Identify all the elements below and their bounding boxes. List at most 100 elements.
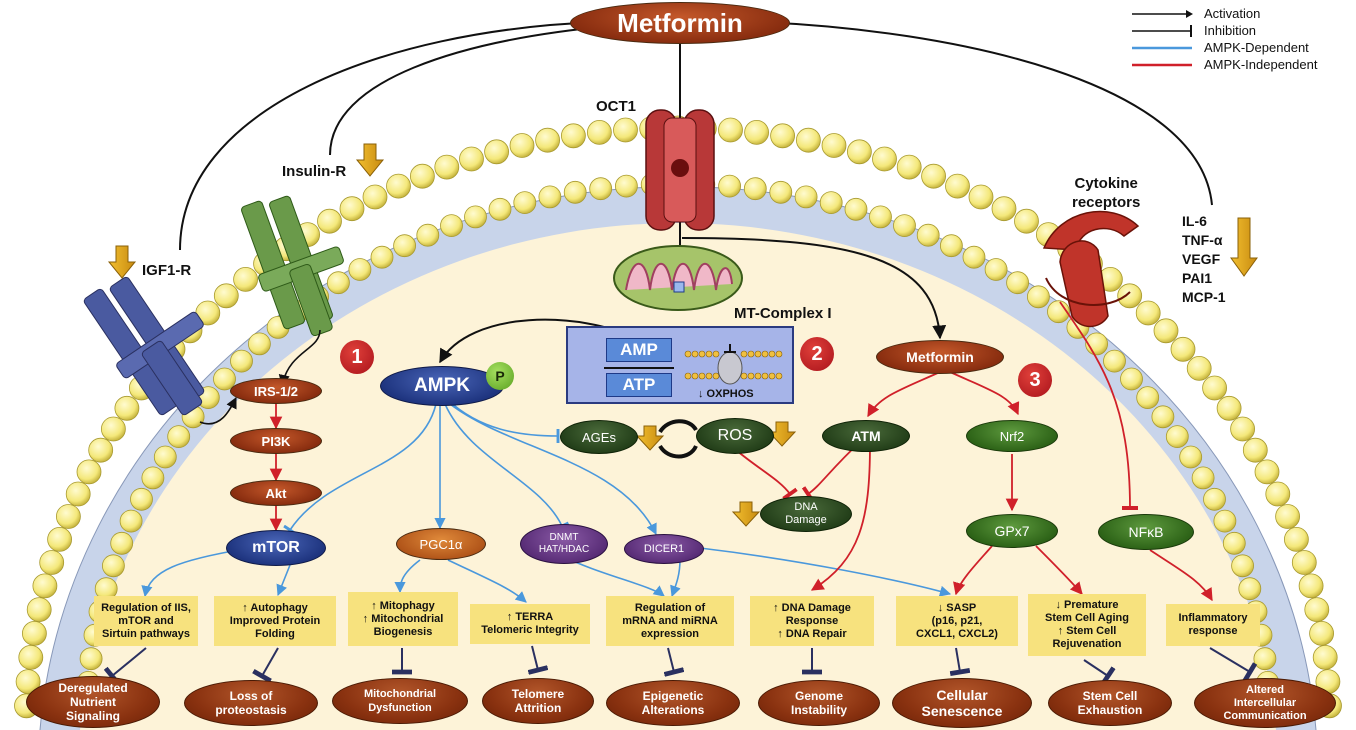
nrf2-node: Nrf2 <box>966 420 1058 452</box>
lipid-head <box>1202 375 1227 401</box>
lipid-head <box>561 123 586 149</box>
lipid-head <box>1151 405 1175 429</box>
pathway-number-2: 2 <box>800 337 834 371</box>
lipid-head <box>440 214 463 238</box>
lipid-head <box>844 197 868 221</box>
lipid-head <box>893 214 916 238</box>
lipid-head <box>65 481 91 507</box>
effect-box: Regulation of IIS, mTOR and Sirtuin path… <box>94 596 198 646</box>
lipid-head <box>1213 509 1237 533</box>
legend-ampk-dependent: AMPK-Dependent <box>1130 40 1309 55</box>
legend-inhibition-label: Inhibition <box>1204 23 1257 38</box>
lipid-head <box>587 119 612 145</box>
cytokine-item: TNF-α <box>1182 232 1223 248</box>
lipid-head <box>339 196 365 222</box>
metformin-title: Metformin <box>570 2 790 44</box>
lipid-head <box>513 191 537 215</box>
lipid-head <box>39 550 65 575</box>
igf1-r-label: IGF1-R <box>142 262 192 279</box>
lipid-head <box>847 139 872 165</box>
insulin-r-label: Insulin-R <box>282 163 347 180</box>
lipid-head <box>589 177 613 201</box>
mitochondrion <box>613 245 743 311</box>
phospho-badge: P <box>486 362 514 390</box>
outcome-oval: Altered Intercellular Communication <box>1194 678 1336 728</box>
lipid-head <box>459 146 484 172</box>
lipid-head <box>434 154 460 180</box>
lipid-head <box>1203 487 1226 511</box>
lipid-head <box>370 245 394 269</box>
amp-atp-divider <box>604 367 674 369</box>
lipid-head <box>110 531 134 555</box>
lipid-head <box>1165 425 1189 449</box>
lipid-head <box>962 245 986 269</box>
lipid-head <box>538 185 562 209</box>
cytokine-item: VEGF <box>1182 251 1221 267</box>
lipid-head <box>921 163 946 189</box>
outcome-oval: Genome Instability <box>758 680 880 726</box>
dicer1-node: DICER1 <box>624 534 704 564</box>
igf1-receptor <box>83 276 205 416</box>
legend-activation: Activation <box>1130 6 1260 21</box>
lipid-head <box>743 177 767 201</box>
oxphos-membrane-icon <box>684 344 783 385</box>
cytokine-item: MCP-1 <box>1182 289 1226 305</box>
lipid-head <box>26 597 52 622</box>
lipid-head <box>1186 355 1212 381</box>
lipid-head <box>1014 208 1039 234</box>
lipid-head <box>79 647 103 671</box>
down-arrow-icon <box>1230 217 1258 277</box>
lipid-head <box>535 127 560 153</box>
lipid-head <box>317 208 342 234</box>
lipid-head <box>1231 554 1254 578</box>
effect-box: ↑ DNA Damage Response ↑ DNA Repair <box>750 596 874 646</box>
lipid-head <box>56 504 81 529</box>
lipid-head <box>76 459 102 485</box>
lipid-head <box>348 258 372 281</box>
effect-box: Regulation of mRNA and miRNA expression <box>606 596 734 646</box>
lipid-head <box>1242 437 1268 463</box>
lipid-head <box>1027 285 1050 309</box>
lipid-head <box>991 196 1017 222</box>
effect-box: ↓ SASP (p16, p21, CXCL1, CXCL2) <box>896 596 1018 646</box>
lipid-head <box>796 127 821 153</box>
lipid-head <box>114 395 140 421</box>
lipid-head <box>1265 481 1291 507</box>
legend-inhibition: Inhibition <box>1130 23 1256 38</box>
legend-ampk-independent-label: AMPK-Independent <box>1204 57 1318 72</box>
lipid-head <box>22 621 47 646</box>
lipid-head <box>1103 349 1126 373</box>
effect-box: ↑ Autophagy Improved Protein Folding <box>214 596 336 646</box>
down-arrow-icon <box>355 143 385 177</box>
down-arrow-icon <box>635 425 665 451</box>
lipid-head <box>1179 445 1203 469</box>
ages-node: AGEs <box>560 420 638 454</box>
lipid-head <box>416 223 440 247</box>
effect-box: ↑ TERRA Telomeric Integrity <box>470 604 590 644</box>
lipid-head <box>769 180 793 204</box>
atp-box: ATP <box>606 373 672 397</box>
dnmt-node: DNMT HAT/HDAC <box>520 524 608 564</box>
lipid-head <box>141 466 165 490</box>
lipid-head <box>1275 504 1300 529</box>
lipid-head <box>945 173 970 199</box>
lipid-head <box>916 223 940 247</box>
lipid-head <box>1216 395 1242 421</box>
lipid-head <box>1304 597 1330 622</box>
legend-activation-label: Activation <box>1204 6 1261 21</box>
lipid-head <box>88 437 114 463</box>
nfkb-node: NFκB <box>1098 514 1194 550</box>
lipid-head <box>896 154 922 180</box>
lipid-head <box>718 174 741 198</box>
lipid-head <box>1153 318 1179 344</box>
ros-node: ROS <box>696 418 774 454</box>
legend-ampk-dependent-label: AMPK-Dependent <box>1204 40 1309 55</box>
oct1-channel <box>645 109 715 231</box>
cytokine-receptor <box>1042 210 1140 328</box>
outcome-oval: Telomere Attrition <box>482 678 594 724</box>
lipid-head <box>464 205 487 229</box>
lipid-head <box>1298 573 1324 599</box>
oxphos-label: ↓ OXPHOS <box>698 388 754 400</box>
lipid-head <box>247 332 271 356</box>
lipid-head <box>770 123 795 149</box>
